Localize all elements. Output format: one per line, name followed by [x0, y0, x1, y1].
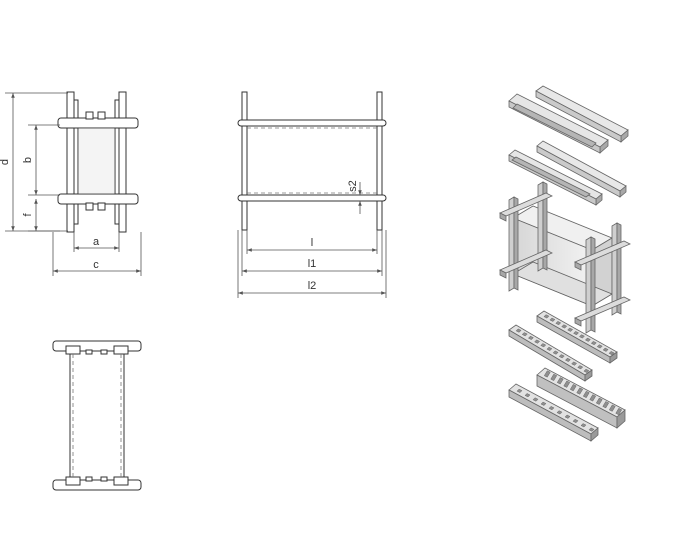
- strip-2-tooth: [534, 339, 541, 344]
- comb-tooth: [595, 397, 603, 405]
- side-view: s2 l l1 l2: [237, 91, 387, 298]
- comb-tooth: [602, 401, 610, 409]
- strip-1-tooth: [543, 314, 550, 319]
- strip-1-tooth: [584, 337, 591, 342]
- bottom-strip-tooth: [556, 410, 563, 415]
- iso-top-rail-2: [535, 85, 629, 143]
- top-view-cap-br: [113, 476, 129, 486]
- strip-2-tooth: [571, 361, 578, 366]
- dim-a-label: a: [93, 236, 100, 248]
- strip-1-tooth: [549, 317, 556, 322]
- dim-d-label: d: [0, 159, 11, 165]
- dim-s2-label: s2: [347, 180, 359, 192]
- top-view-cap-tr: [113, 345, 129, 355]
- strip-1-tooth: [573, 331, 579, 336]
- dim-f-label: f: [22, 213, 34, 217]
- exploded-isometric-view: [499, 85, 631, 442]
- comb-tooth: [589, 394, 597, 402]
- top-view-tab-t2: [100, 349, 108, 355]
- comb-tooth: [615, 407, 623, 416]
- strip-1-tooth: [579, 334, 585, 339]
- strip-2-tooth: [540, 343, 547, 348]
- strip-2-tooth: [564, 357, 571, 362]
- strip-2-tooth: [558, 354, 565, 359]
- strip-1-tooth: [590, 341, 597, 346]
- iso-mid-rail-2: [536, 140, 627, 198]
- strip-1-tooth: [596, 344, 603, 349]
- dim-l1-label: l1: [308, 258, 317, 270]
- bottom-strip-tooth: [580, 423, 587, 428]
- front-view: d b f a c: [0, 91, 142, 276]
- bottom-strip-tooth: [532, 397, 539, 402]
- side-bottom-rail: [237, 194, 387, 202]
- top-view-tab-b1: [85, 476, 93, 482]
- bottom-strip-tooth: [524, 393, 531, 398]
- strip-1-tooth: [567, 327, 574, 332]
- comb-tooth: [569, 384, 577, 392]
- comb-tooth: [550, 373, 558, 381]
- iso-mid-rail-1: [508, 149, 603, 206]
- bottom-strip-tooth: [548, 406, 555, 411]
- strip-1-tooth: [602, 347, 609, 352]
- strip-1-tooth: [555, 321, 562, 326]
- comb-tooth: [556, 377, 564, 385]
- dim-l2-label: l2: [308, 280, 317, 292]
- top-view-cap-bl: [65, 476, 81, 486]
- top-view: [52, 340, 142, 491]
- front-post-left-outer: [66, 91, 75, 233]
- strip-2-tooth: [552, 350, 559, 355]
- top-view-tab-b2: [100, 476, 108, 482]
- bottom-strip-tooth: [564, 414, 571, 419]
- comb-tooth: [563, 380, 571, 388]
- strip-2-tooth: [546, 346, 553, 351]
- bottom-strip-tooth: [588, 427, 595, 432]
- comb-tooth: [576, 387, 584, 395]
- dim-l-label: l: [311, 237, 313, 249]
- comb-tooth: [608, 404, 616, 412]
- strip-2-tooth: [583, 368, 590, 373]
- iso-teeth: [515, 314, 623, 432]
- strip-1-tooth: [608, 351, 615, 356]
- side-top-rail: [237, 119, 387, 127]
- strip-2-tooth: [521, 332, 528, 337]
- top-view-tab-t1: [85, 349, 93, 355]
- strip-1-tooth: [561, 324, 568, 329]
- side-post-left: [241, 91, 248, 231]
- strip-2-tooth: [527, 335, 534, 340]
- front-bottom-tab-2: [97, 202, 106, 211]
- top-view-cap-tl: [65, 345, 81, 355]
- iso-top-rail-1: [508, 93, 609, 154]
- dim-b-label: b: [22, 157, 34, 163]
- front-inner-opening: [77, 127, 116, 195]
- front-top-tab-2: [97, 111, 106, 120]
- front-bottom-tab-1: [85, 202, 94, 211]
- side-post-right: [376, 91, 383, 231]
- dim-c-label: c: [93, 259, 99, 271]
- strip-2-tooth: [577, 365, 584, 370]
- comb-tooth: [582, 390, 590, 399]
- comb-tooth: [543, 370, 551, 378]
- bottom-strip-tooth: [572, 418, 579, 424]
- front-top-tab-1: [85, 111, 94, 120]
- iso-main-box: [499, 181, 631, 334]
- front-post-right-outer: [118, 91, 127, 233]
- bottom-strip-tooth: [516, 388, 523, 393]
- bottom-strip-tooth: [540, 401, 547, 406]
- strip-2-tooth: [515, 328, 522, 333]
